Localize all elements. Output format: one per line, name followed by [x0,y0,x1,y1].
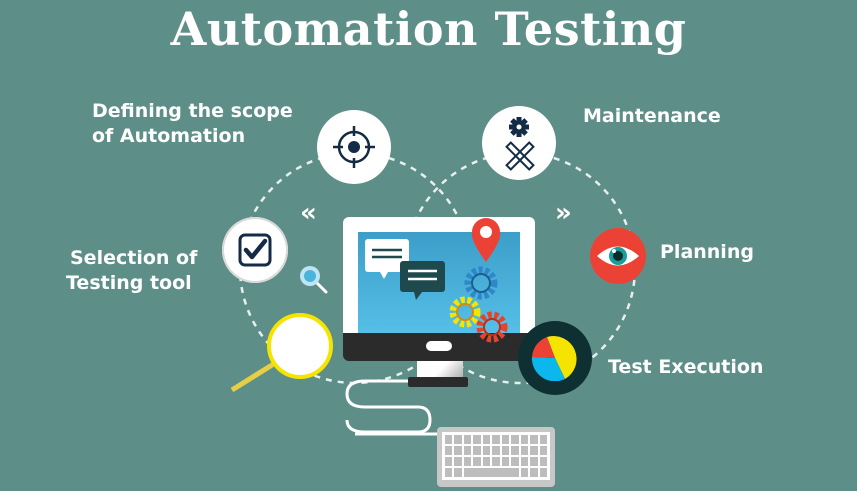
keyboard [437,427,555,487]
chat-bubble-icon [365,239,409,279]
small-magnifier-icon [297,263,329,295]
chat-bubble-dark-icon [400,261,445,300]
label-line: Defining the scope [92,100,293,122]
target-icon [317,110,391,184]
label-selection-tool: Selection of Testing tool [66,246,197,296]
gear-yellow-icon [449,296,481,328]
label-planning: Planning [660,241,754,263]
monitor-base [408,377,468,387]
map-pin-icon [471,218,501,262]
gear-blue-icon [464,266,498,300]
page-title: Automation Testing [170,2,687,56]
label-test-execution: Test Execution [608,356,764,378]
chevron-left-icon: « [300,198,317,228]
label-defining-scope: Defining the scope of Automation [92,99,293,149]
monitor-stand [417,361,463,379]
label-maintenance: Maintenance [583,105,721,127]
checkbox-icon [222,217,288,283]
label-line: Testing tool [66,272,192,294]
keyboard-keys [442,432,550,480]
gear-ruler-pencil-icon [482,106,556,180]
gear-red-icon [476,311,508,343]
pie-chart-icon [518,321,592,395]
label-line: of Automation [92,125,246,147]
magnifier-icon [267,313,333,379]
eye-icon [590,228,646,284]
monitor-button [426,341,452,351]
label-line: Selection of [70,247,198,269]
chevron-right-icon: » [555,198,572,228]
